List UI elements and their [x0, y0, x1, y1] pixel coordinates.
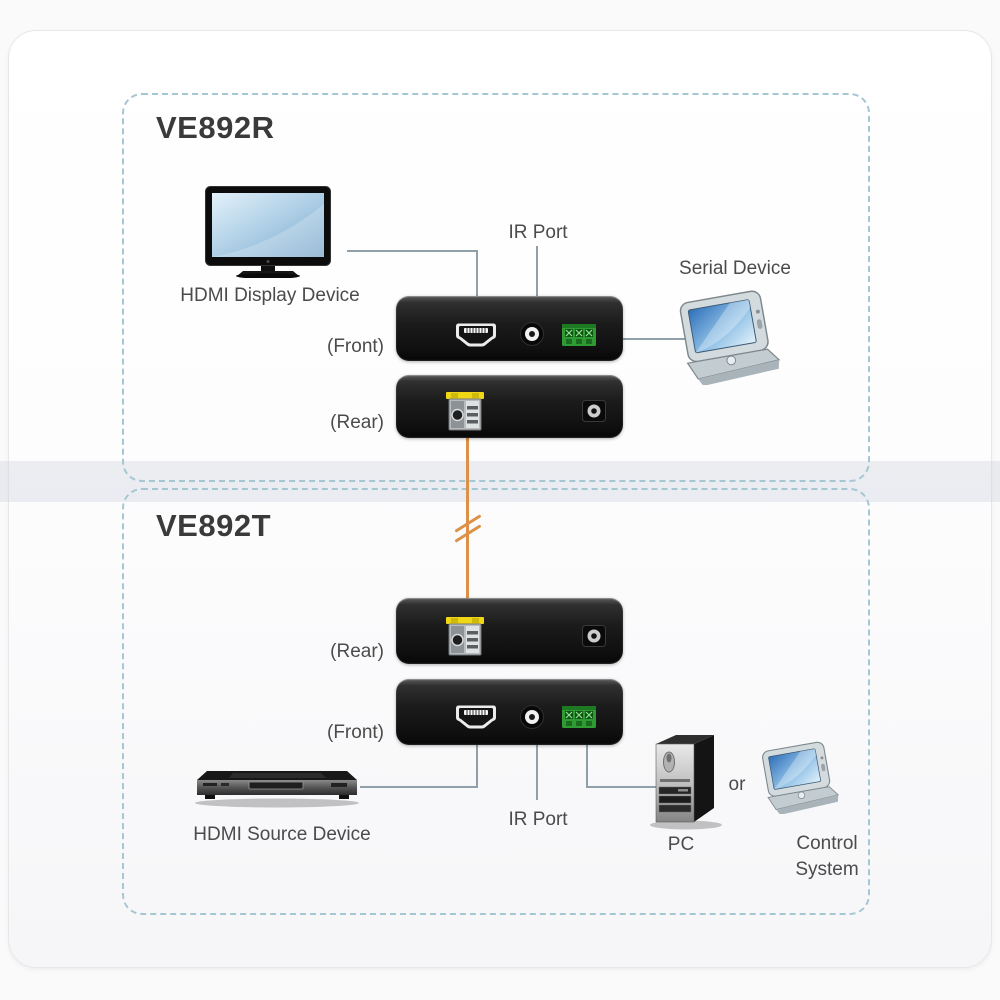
optical-fiber-port-icon — [446, 617, 484, 656]
serial-device-icon — [679, 290, 781, 385]
or-label: or — [728, 774, 746, 795]
line-pc-horizontal — [586, 786, 656, 788]
pc-icon — [650, 735, 722, 830]
line-ir-receiver — [536, 246, 538, 322]
serial-device-label: Serial Device — [679, 258, 791, 279]
line-serial-device — [620, 338, 688, 340]
pc-label: PC — [667, 834, 695, 855]
background-card — [8, 30, 992, 968]
receiver-rear-label: (Rear) — [330, 412, 384, 433]
fiber-link-line — [466, 437, 469, 598]
receiver-front-panel — [396, 296, 623, 361]
display-device-label: HDMI Display Device — [180, 285, 360, 306]
line-source-vertical — [476, 728, 478, 788]
transmitter-rear-label: (Rear) — [330, 641, 384, 662]
serial-terminal-block-icon — [562, 706, 596, 728]
source-device-label: HDMI Source Device — [193, 824, 371, 845]
receiver-front-label: (Front) — [327, 336, 384, 357]
receiver-title: VE892R — [156, 110, 275, 145]
line-display-vertical — [476, 250, 478, 324]
ir-port-label-transmitter: IR Port — [508, 809, 568, 830]
serial-terminal-block-icon — [562, 324, 596, 346]
hdmi-display-device-icon — [205, 186, 331, 278]
ir-port-label-receiver: IR Port — [508, 222, 568, 243]
power-jack-icon — [582, 400, 606, 422]
receiver-rear-panel — [396, 375, 623, 438]
control-system-icon — [762, 741, 840, 814]
line-ir-transmitter — [536, 728, 538, 800]
hdmi-port-icon — [456, 705, 496, 729]
transmitter-front-panel — [396, 679, 623, 745]
receiver-unit-box — [122, 93, 870, 482]
line-display-horizontal — [347, 250, 478, 252]
transmitter-unit-box — [122, 488, 870, 915]
transmitter-rear-panel — [396, 598, 623, 664]
hdmi-source-device-icon — [195, 771, 359, 808]
line-pc-vertical — [586, 728, 588, 788]
transmitter-title: VE892T — [156, 508, 272, 543]
line-source-horizontal — [360, 786, 478, 788]
hdmi-port-icon — [456, 323, 496, 347]
ir-jack-icon — [520, 705, 544, 729]
control-system-label: Control System — [795, 833, 859, 880]
power-jack-icon — [582, 625, 606, 647]
transmitter-front-label: (Front) — [327, 722, 384, 743]
optical-fiber-port-icon — [446, 392, 484, 431]
ir-jack-icon — [520, 322, 544, 346]
